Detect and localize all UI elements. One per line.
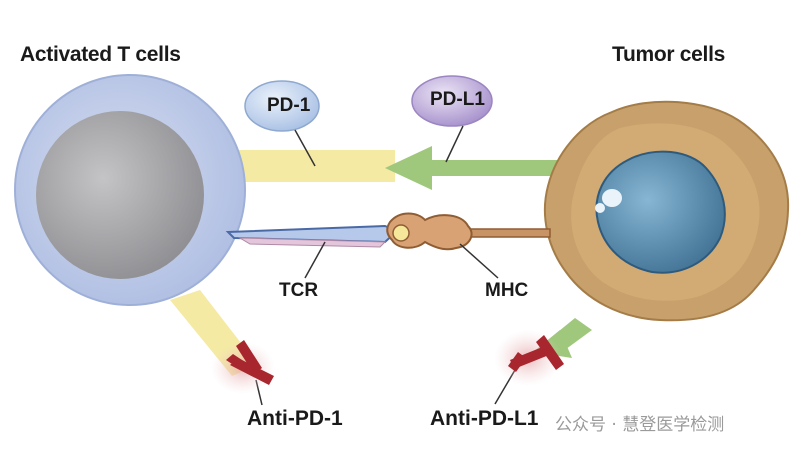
pdl1-arrow-shaft — [430, 160, 570, 176]
tumor-nucleus — [595, 150, 726, 274]
t-cell-nucleus — [36, 111, 204, 279]
tcr-label: TCR — [279, 280, 319, 301]
tcr-receptor-lower — [238, 237, 387, 248]
tcr-leader — [304, 241, 326, 279]
watermark: 公众号 · 慧登医学检测 — [555, 415, 725, 435]
mhc-molecule — [386, 212, 473, 251]
pdl1-label: PD-L1 — [430, 89, 485, 110]
mhc-stem — [469, 228, 551, 238]
mhc-leader — [459, 243, 499, 279]
pdl1-arrow-head — [385, 146, 432, 190]
pd1-label: PD-1 — [267, 95, 311, 116]
anti-pd1-label: Anti-PD-1 — [247, 407, 343, 430]
mhc-label: MHC — [485, 280, 529, 301]
pd1-bubble — [244, 80, 320, 132]
pdl1-leader — [445, 125, 464, 163]
anti-pdl1-label: Anti-PD-L1 — [430, 407, 539, 430]
pd1-leader — [294, 129, 316, 167]
pdl1-bubble — [411, 75, 493, 127]
tumor-cells-title: Tumor cells — [612, 43, 726, 66]
antigen-peptide — [392, 224, 410, 242]
anti-pd1-antibody-icon — [226, 340, 274, 385]
t-cells-title: Activated T cells — [20, 43, 181, 66]
tumor-nucleus-highlight-2 — [595, 203, 605, 213]
anti-pdl1-antibody-icon — [508, 335, 564, 372]
tumor-nucleus-highlight — [602, 189, 622, 207]
